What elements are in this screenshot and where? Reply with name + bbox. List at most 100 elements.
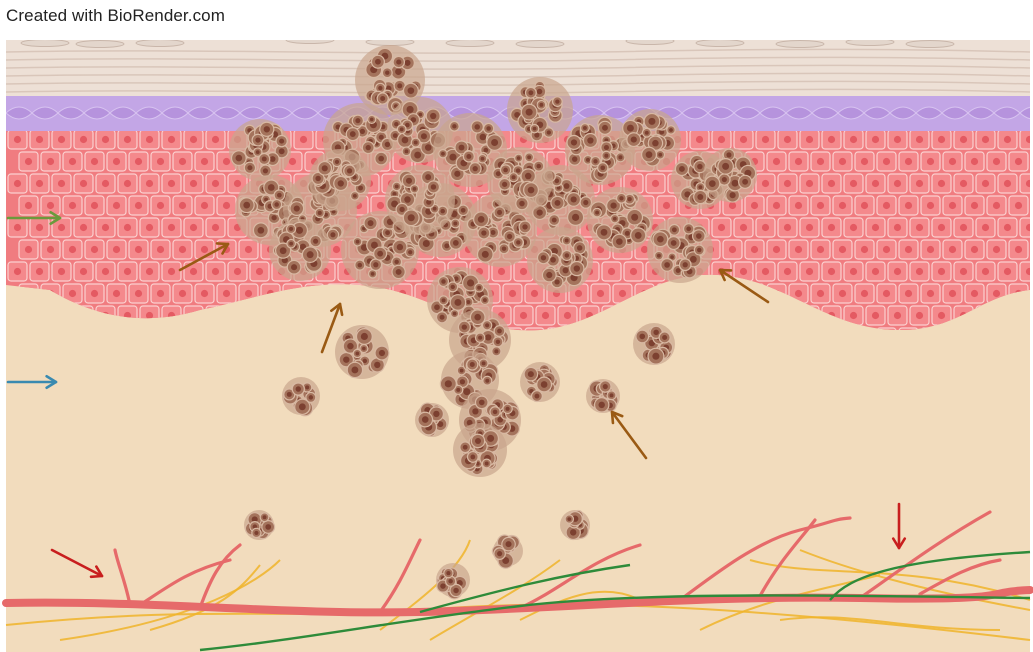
keratinocyte-nucleus [817,290,824,297]
melanoma-nucleus [696,233,702,239]
melanoma-nucleus [264,126,270,132]
keratinocyte-nucleus [883,246,890,253]
melanoma-nucleus [279,148,285,154]
keratinocyte-nucleus [520,312,527,319]
keratinocyte-nucleus [531,290,538,297]
melanoma-nucleus [431,184,436,189]
melanoma-nucleus [289,227,293,231]
keratinocyte-nucleus [916,180,923,187]
melanoma-nucleus [358,186,363,191]
keratinocyte-nucleus [751,202,758,209]
melanoma-nucleus [552,218,557,223]
keratinocyte-nucleus [157,290,164,297]
keratinocyte-nucleus [762,136,769,143]
melanoma-nucleus [480,134,487,141]
melanoma-nucleus [461,208,466,213]
melanoma-nucleus [670,255,674,259]
melanoma-nucleus [299,403,306,410]
melanoma-nucleus [370,118,374,122]
keratinocyte-nucleus [168,224,175,231]
keratinocyte-nucleus [740,224,747,231]
keratinocyte-nucleus [1004,224,1011,231]
melanoma-nucleus [361,333,368,340]
keratinocyte-nucleus [1026,268,1033,275]
melanoma-nucleus [517,156,521,160]
keratinocyte-nucleus [652,180,659,187]
keratinocyte-nucleus [135,158,142,165]
keratinocyte-nucleus [927,290,934,297]
keratinocyte-nucleus [69,246,76,253]
keratinocyte-nucleus [861,158,868,165]
tumor-mass-cluster [385,165,455,235]
keratinocyte-nucleus [91,290,98,297]
melanoma-nucleus [287,392,292,397]
melanoma-nucleus [258,227,265,234]
keratinocyte-nucleus [872,224,879,231]
keratinocyte-nucleus [817,202,824,209]
melanoma-nucleus [541,255,546,260]
keratinocyte-nucleus [1026,180,1033,187]
keratinocyte-nucleus [179,202,186,209]
keratinocyte-nucleus [223,202,230,209]
keratinocyte-nucleus [718,224,725,231]
keratinocyte-nucleus [1026,224,1033,231]
melanoma-nucleus [448,579,453,584]
melanoma-nucleus [459,145,465,151]
keratinocyte-nucleus [190,180,197,187]
melanoma-nucleus [470,362,475,367]
keratinocyte-nucleus [872,312,879,319]
melanoma-nucleus [698,185,702,189]
melanoma-nucleus [404,196,410,202]
keratinocyte-nucleus [1004,268,1011,275]
keratinocyte-nucleus [960,268,967,275]
melanoma-nucleus [697,194,703,200]
melanoma-nucleus [519,201,525,207]
keratinocyte-nucleus [960,224,967,231]
melanoma-nucleus [664,262,670,268]
keratinocyte-nucleus [69,202,76,209]
melanoma-nucleus [541,381,548,388]
melanoma-nucleus [631,214,638,221]
melanoma-nucleus [742,179,748,185]
melanoma-nucleus [485,462,489,466]
melanoma-nucleus [351,367,358,374]
keratinocyte-nucleus [905,246,912,253]
keratinocyte-nucleus [102,268,109,275]
melanoma-nucleus [732,180,739,187]
melanoma-nucleus [397,83,402,88]
keratinocyte-nucleus [949,246,956,253]
corneum-scale [76,41,124,48]
keratinocyte-nucleus [850,180,857,187]
keratinocyte-nucleus [135,202,142,209]
melanoma-nucleus [394,122,398,126]
melanoma-nucleus [414,152,421,159]
keratinocyte-nucleus [58,268,65,275]
keratinocyte-nucleus [762,180,769,187]
melanoma-nucleus [379,135,384,140]
melanoma-nucleus [645,131,649,135]
melanoma-nucleus [289,242,293,246]
tumor-mass-cluster [269,219,331,281]
keratinocyte-nucleus [762,268,769,275]
melanoma-nucleus [491,139,498,146]
melanoma-nucleus [533,127,537,131]
keratinocyte-nucleus [828,268,835,275]
melanoma-nucleus [378,156,384,162]
melanoma-nucleus [270,156,276,162]
melanoma-nucleus [516,168,520,172]
keratinocyte-nucleus [872,136,879,143]
keratinocyte-nucleus [938,224,945,231]
keratinocyte-nucleus [168,180,175,187]
melanoma-nucleus [618,155,622,159]
keratinocyte-nucleus [850,268,857,275]
melanoma-nucleus [466,154,471,159]
tumor-mass-cluster [587,187,653,253]
melanoma-nucleus [522,224,527,229]
melanoma-nucleus [652,353,659,360]
melanoma-nucleus [671,240,677,246]
melanoma-nucleus [393,133,398,138]
keratinocyte-nucleus [839,158,846,165]
keratinocyte-nucleus [784,224,791,231]
melanoma-nucleus [572,156,577,161]
